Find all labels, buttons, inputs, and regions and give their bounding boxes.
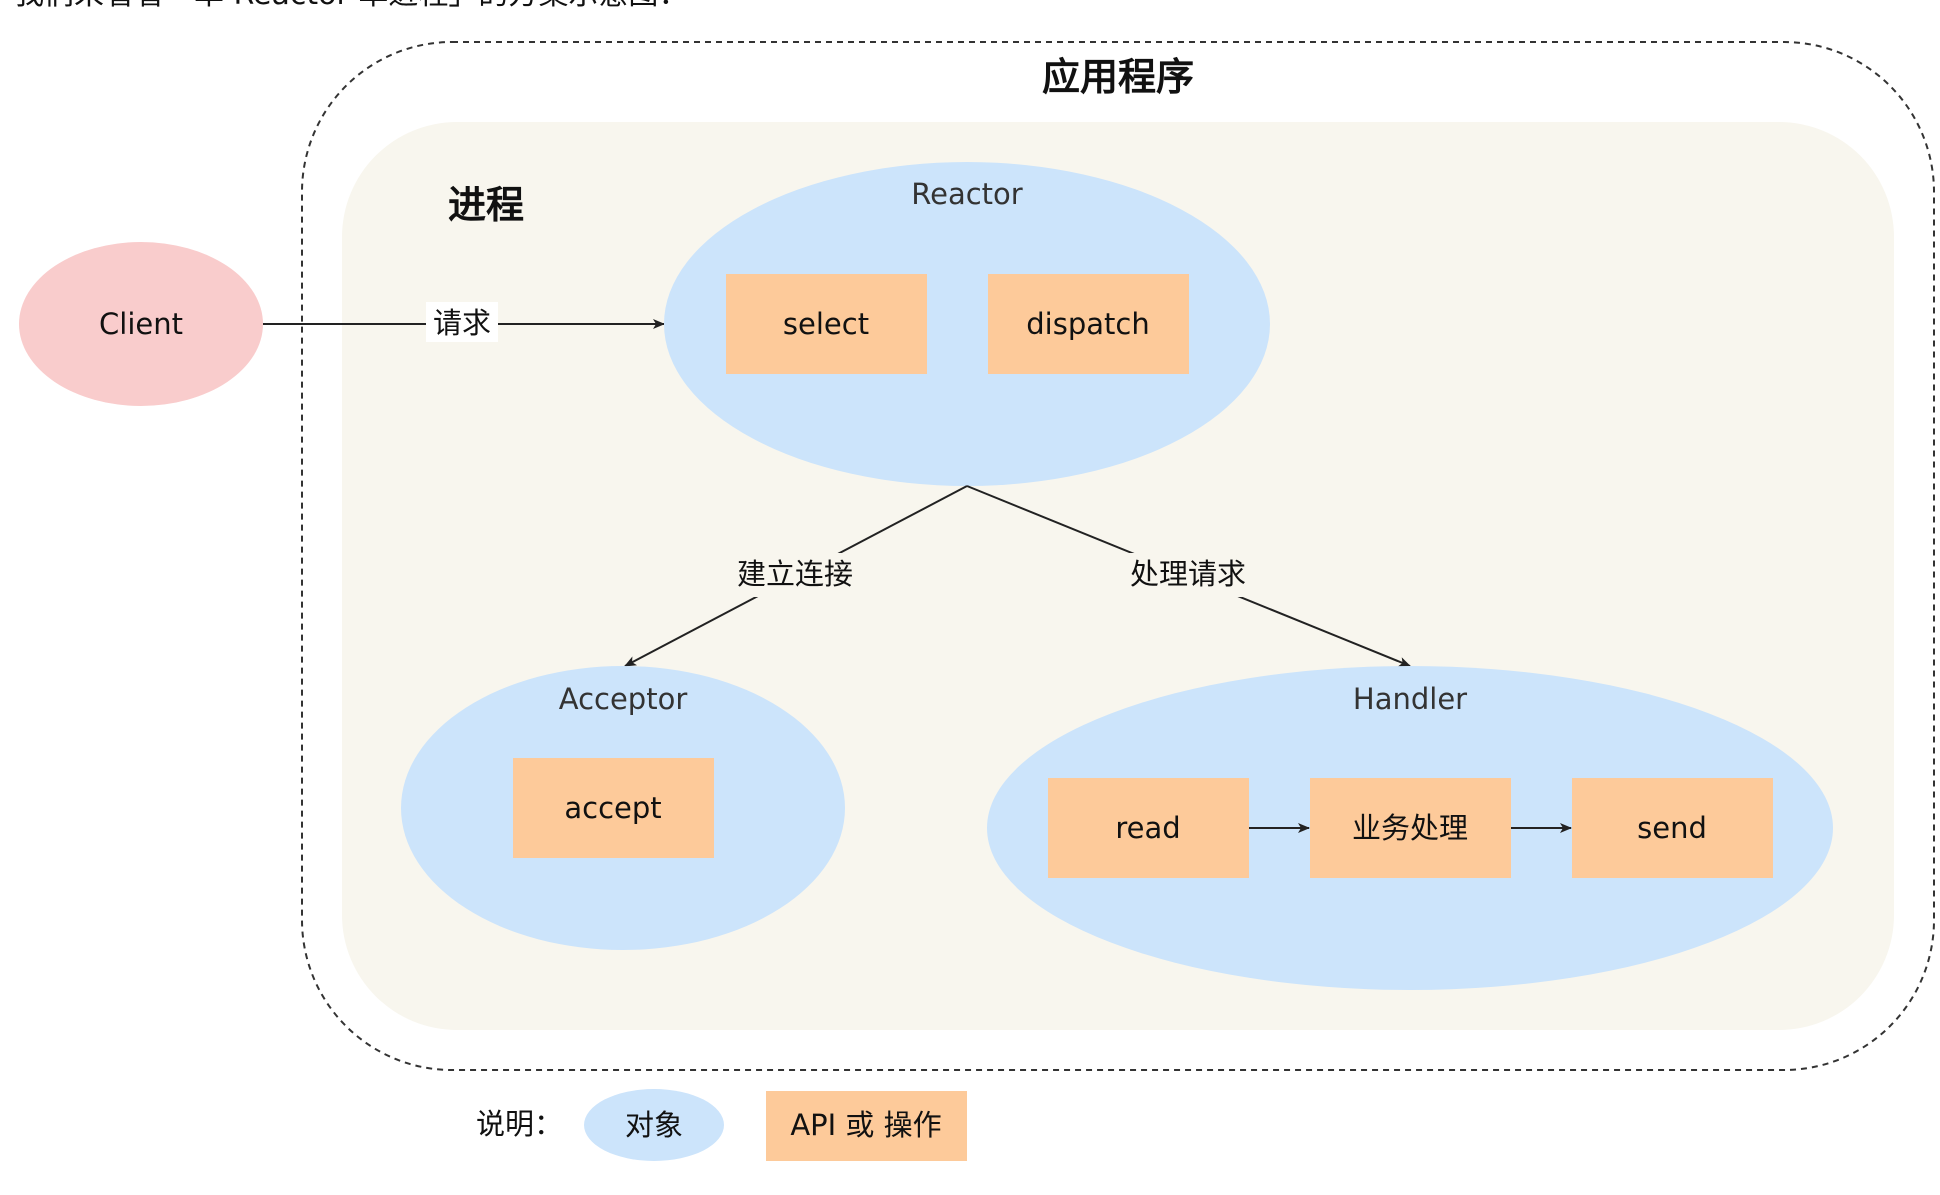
acceptor-label: Acceptor <box>559 682 688 716</box>
business-process-op-label: 业务处理 <box>1352 811 1468 845</box>
dispatch-op <box>988 274 1189 374</box>
client-node <box>19 242 263 406</box>
reactor-node <box>664 162 1270 486</box>
legend-api-swatch <box>766 1091 967 1161</box>
handler-label: Handler <box>1353 682 1467 716</box>
application-boundary <box>301 41 1935 1071</box>
establish-label-bg <box>728 553 858 597</box>
reactor-label: Reactor <box>911 177 1023 211</box>
read-op-label: read <box>1115 811 1180 845</box>
legend-api-label: API 或 操作 <box>790 1108 941 1142</box>
legend-caption: 说明： <box>476 1107 563 1141</box>
send-op <box>1572 778 1773 878</box>
process-title: 进程 <box>448 183 524 227</box>
read-op <box>1048 778 1249 878</box>
send-op-label: send <box>1637 811 1707 845</box>
request-edge-label: 请求 <box>433 306 491 340</box>
request-label-bg <box>426 302 498 342</box>
client-label: Client <box>99 307 183 341</box>
handle-request-label: 处理请求 <box>1130 557 1246 591</box>
accept-op-label: accept <box>564 791 661 825</box>
legend-object-label: 对象 <box>625 1108 683 1142</box>
application-title: 应用程序 <box>1042 55 1194 99</box>
select-op-label: select <box>783 307 869 341</box>
establish-connection-label: 建立连接 <box>737 557 853 591</box>
handle-label-bg <box>1122 553 1252 597</box>
dispatch-op-label: dispatch <box>1026 307 1149 341</box>
select-op <box>726 274 927 374</box>
accept-op <box>513 758 714 858</box>
header-text-fragment: 我们来看看「单 Reactor 单进程」的方案示意图： <box>14 0 688 12</box>
business-process-op <box>1310 778 1511 878</box>
legend-object-swatch <box>584 1089 724 1161</box>
